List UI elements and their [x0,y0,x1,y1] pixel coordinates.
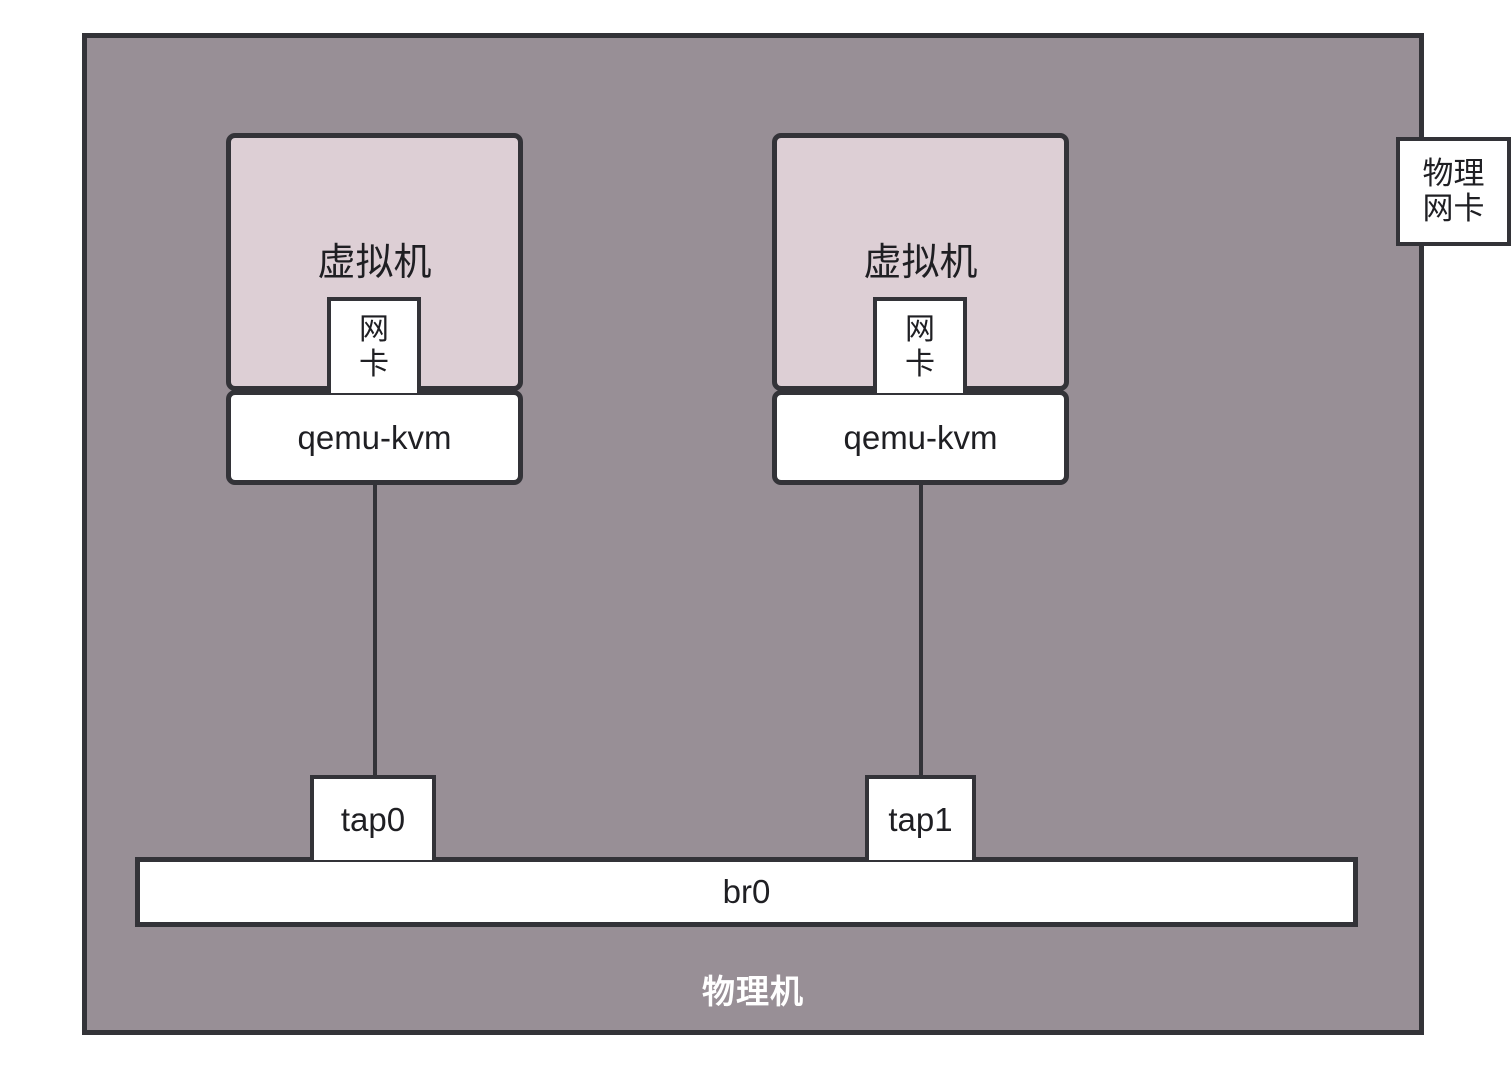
vm-title-1: 虚拟机 [863,242,978,284]
physical-nic-box: 物理 网卡 [1396,137,1511,246]
vm-nic-label-line1-1: 网 [905,312,935,346]
tap-box-0: tap0 [310,775,436,860]
connector-vm0-to-tap0 [373,484,377,777]
vm-nic-box-1: 网 卡 [873,297,967,393]
vm-nic-label-line2-0: 卡 [359,348,389,381]
vm-nic-box-0: 网 卡 [327,297,421,393]
host-machine-label: 物理机 [702,973,804,1010]
vm-nic-label-line2-1: 卡 [905,348,935,381]
connector-vm1-to-tap1 [919,484,923,777]
tap-box-1: tap1 [865,775,976,860]
vm-box-1: 虚拟机 [772,133,1069,391]
physical-nic-label-line1: 物理 [1422,155,1485,191]
qemu-kvm-box-1: qemu-kvm [772,390,1069,485]
vm-nic-label-line1-0: 网 [359,312,389,346]
vm-title-0: 虚拟机 [317,242,432,284]
qemu-kvm-box-0: qemu-kvm [226,390,523,485]
physical-nic-label-line2: 网卡 [1422,190,1485,226]
bridge-br0-bar: br0 [135,857,1358,927]
